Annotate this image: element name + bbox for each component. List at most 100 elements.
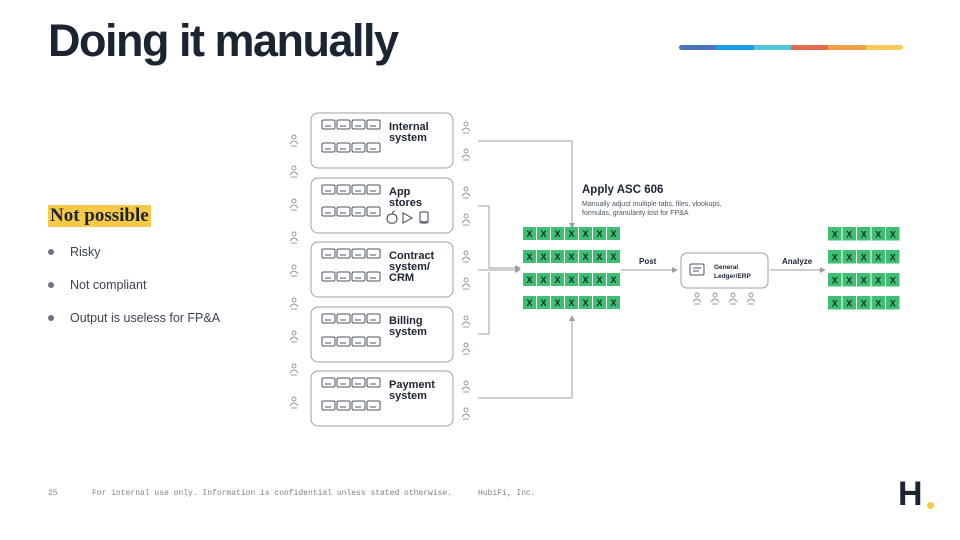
server-cell: [351, 206, 366, 217]
grid-cell-mark: X: [832, 252, 838, 262]
person-body: [289, 204, 299, 209]
grid-cell: [537, 250, 550, 263]
amazon-smile: [420, 220, 428, 223]
grid-cell-mark: X: [526, 298, 532, 308]
ledger-icon: [689, 263, 705, 276]
grid-cell-mark: X: [540, 252, 546, 262]
server-cell: [366, 400, 381, 411]
person-head: [463, 186, 469, 192]
server-cell: [366, 142, 381, 153]
source-label: Billing: [389, 315, 423, 327]
grid-cell-mark: X: [846, 229, 852, 239]
grid-cell-mark: X: [832, 275, 838, 285]
person-icon: [461, 277, 471, 290]
server-icon: [321, 313, 381, 324]
grid-cell: [537, 296, 550, 309]
person-head: [463, 342, 469, 348]
source-label: Payment: [389, 379, 435, 391]
server-cell: [366, 206, 381, 217]
grid-cell-mark: X: [875, 275, 881, 285]
server-cell: [321, 271, 336, 282]
grid-cell-mark: X: [554, 298, 560, 308]
grid-cell: [871, 296, 885, 310]
ledger-label: Ledger/ERP: [714, 273, 752, 280]
person-head: [730, 292, 736, 298]
apple-icon: [386, 210, 398, 224]
server-cell: [336, 206, 351, 217]
grid-cell: [579, 273, 592, 286]
grid-cell-mark: X: [554, 252, 560, 262]
grid-cell-mark: X: [861, 252, 867, 262]
grid-cell-mark: X: [568, 298, 574, 308]
grid-cell: [842, 296, 856, 310]
bullet-text: Output is useless for FP&A: [70, 311, 221, 325]
person-head: [291, 198, 297, 204]
company-name: HubiFi, Inc.: [478, 489, 536, 498]
grid-cell: [828, 250, 842, 264]
person-icon: [289, 297, 299, 310]
source-label: App: [389, 186, 411, 198]
person-body: [461, 283, 471, 288]
page-number: 25: [48, 489, 58, 498]
server-cell: [321, 119, 336, 130]
grid-cell-mark: X: [610, 229, 616, 239]
person-icon: [461, 148, 471, 161]
person-body: [461, 256, 471, 261]
server-cell: [336, 400, 351, 411]
server-icon: [321, 400, 381, 411]
person-body: [289, 171, 299, 176]
grid-cell-mark: X: [890, 229, 896, 239]
server-cell: [321, 400, 336, 411]
source-label: system: [389, 326, 427, 338]
source-label: system: [389, 132, 427, 144]
person-body: [710, 298, 720, 303]
grid-cell-mark: X: [582, 252, 588, 262]
server-cell: [351, 336, 366, 347]
grid-cell: [886, 273, 900, 287]
person-head: [463, 148, 469, 154]
person-body: [289, 140, 299, 145]
person-icon: [289, 134, 299, 147]
grid-cell-mark: X: [610, 275, 616, 285]
source-label: stores: [389, 197, 422, 209]
grid-cell: [607, 227, 620, 240]
person-head: [463, 121, 469, 127]
logo-dot: [927, 502, 934, 509]
grid-cell-mark: X: [568, 252, 574, 262]
grid-cell-mark: X: [861, 275, 867, 285]
grid-cell-mark: X: [526, 275, 532, 285]
grid-cell-mark: X: [540, 298, 546, 308]
grid-cell: [857, 227, 871, 241]
person-icon: [461, 315, 471, 328]
server-cell: [321, 377, 336, 388]
grid-cell: [828, 296, 842, 310]
person-head: [463, 213, 469, 219]
person-icon: [289, 330, 299, 343]
server-icon: [321, 206, 381, 217]
person-head: [291, 264, 297, 270]
person-body: [289, 237, 299, 242]
grid-cell-mark: X: [596, 275, 602, 285]
confidential-notice: For internal use only. Information is co…: [92, 489, 453, 498]
apply-title: Apply ASC 606: [582, 184, 663, 196]
server-cell: [336, 336, 351, 347]
play-store-icon: [402, 212, 414, 224]
grid-cell: [565, 250, 578, 263]
grid-cell-mark: X: [540, 275, 546, 285]
server-cell: [351, 313, 366, 324]
grid-cell: [828, 273, 842, 287]
person-head: [291, 396, 297, 402]
source-box: [310, 112, 454, 169]
accent-bar-segment: [790, 45, 829, 50]
person-head: [463, 407, 469, 413]
grid-cell: [593, 273, 606, 286]
server-icon: [321, 119, 381, 130]
grid-cell-mark: X: [875, 298, 881, 308]
person-head: [463, 315, 469, 321]
grid-cell: [886, 296, 900, 310]
accent-bar-segment: [828, 45, 866, 50]
grid-cell: [579, 227, 592, 240]
grid-cell-mark: X: [596, 229, 602, 239]
server-cell: [336, 142, 351, 153]
person-head: [291, 134, 297, 140]
